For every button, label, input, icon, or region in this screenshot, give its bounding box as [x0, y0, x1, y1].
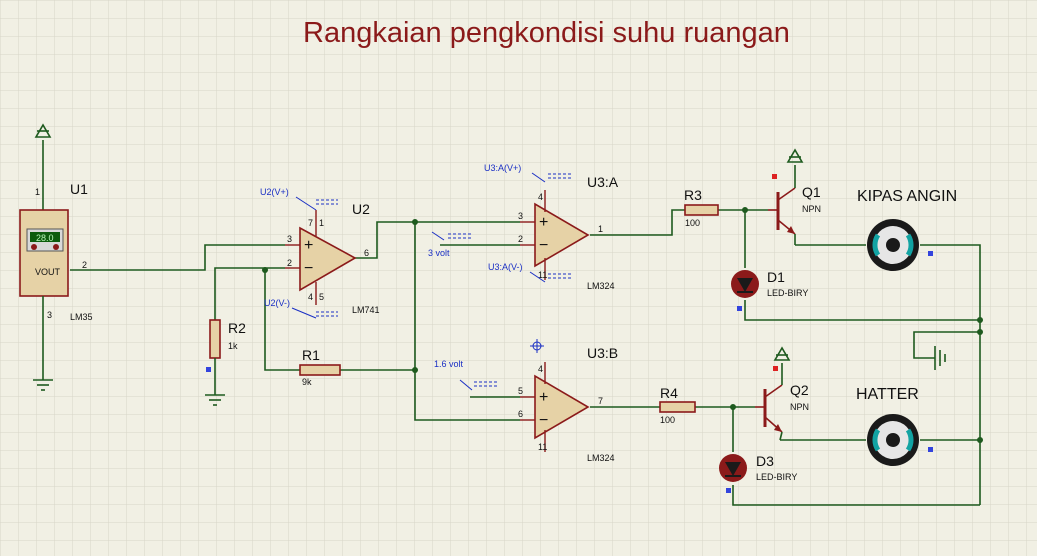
q1-transistor[interactable]: Q1 NPN	[768, 148, 821, 245]
svg-text:+: +	[304, 237, 313, 254]
wires	[70, 209, 981, 506]
u3a-type: LM324	[587, 281, 615, 291]
u3b-ref: U3:B	[587, 345, 618, 361]
crosshair-icon	[530, 339, 544, 353]
u3a-pin-3: 3	[518, 211, 523, 221]
u1-display: 28.0	[36, 233, 54, 243]
u2-opamp[interactable]: + − 3 2 6 7 4 5 1 U2 LM741 U2(V+) U2(V-)	[260, 187, 380, 319]
svg-text:−: −	[539, 412, 548, 429]
u1-pin-2: 2	[82, 260, 87, 270]
r2-ref: R2	[228, 320, 246, 336]
ref-1v6-label: 1.6 volt	[434, 359, 464, 369]
u2-type: LM741	[352, 305, 380, 315]
d3-ref: D3	[756, 453, 774, 469]
r3-value: 100	[685, 218, 700, 228]
u3a-pin-11: 11	[538, 270, 547, 280]
heater-motor[interactable]: HATTER	[856, 386, 933, 466]
r1-ref: R1	[302, 347, 320, 363]
u3b-pin-6: 6	[518, 409, 523, 419]
u2-vplus-probe: U2(V+)	[260, 187, 289, 197]
heater-label: HATTER	[856, 386, 919, 403]
r4-value: 100	[660, 415, 675, 425]
q2-ref: Q2	[790, 382, 809, 398]
d3-led[interactable]: D3 LED-BIRY	[719, 453, 797, 493]
u3a-pin-4: 4	[538, 192, 543, 202]
u3b-opamp[interactable]: + − 5 6 7 4 11 U3:B LM324	[518, 339, 618, 463]
u2-pin-3: 3	[287, 234, 292, 244]
r3-resistor[interactable]: R3 100	[684, 187, 719, 228]
u3b-pin-11: 11	[538, 442, 547, 452]
q2-transistor[interactable]: Q2 NPN	[755, 346, 809, 441]
right-ground-icon	[934, 346, 946, 370]
u1-pin-1: 1	[35, 187, 40, 197]
u2-pin-6: 6	[364, 248, 369, 258]
u3b-pin-5: 5	[518, 386, 523, 396]
u2-pin-5: 5	[319, 292, 324, 302]
svg-text:+: +	[539, 214, 548, 231]
d1-type: LED-BIRY	[767, 288, 808, 298]
u3a-opamp[interactable]: + − 3 2 1 4 11 U3:A LM324 U3:A(V+) U3:A(…	[484, 163, 619, 291]
schematic-title: Rangkaian pengkondisi suhu ruangan	[303, 17, 790, 49]
fan-label: KIPAS ANGIN	[857, 188, 957, 205]
ref-3v-label: 3 volt	[428, 248, 450, 258]
q2-type: NPN	[790, 402, 809, 412]
u3b-type: LM324	[587, 453, 615, 463]
r2-resistor[interactable]: R2 1k	[205, 319, 246, 406]
junctions	[262, 207, 983, 443]
fan-motor[interactable]: KIPAS ANGIN	[857, 188, 957, 271]
svg-text:+: +	[539, 389, 548, 406]
u3a-ref: U3:A	[587, 174, 619, 190]
svg-text:−: −	[539, 237, 548, 254]
u2-pin-7: 7	[308, 218, 313, 228]
d1-ref: D1	[767, 269, 785, 285]
u2-ref: U2	[352, 201, 370, 217]
u2-pin-2: 2	[287, 258, 292, 268]
d3-type: LED-BIRY	[756, 472, 797, 482]
q1-type: NPN	[802, 204, 821, 214]
r3-ref: R3	[684, 187, 702, 203]
q1-ref: Q1	[802, 184, 821, 200]
u3a-pin-1: 1	[598, 224, 603, 234]
u3a-vplus-probe: U3:A(V+)	[484, 163, 521, 173]
u1-lm35-sensor[interactable]: 28.0 VOUT 1 2 3 U1 LM35	[19, 123, 93, 391]
u1-ref: U1	[70, 181, 88, 197]
u1-type: LM35	[70, 312, 93, 322]
u1-pin-3: 3	[47, 310, 52, 320]
r1-resistor[interactable]: R1 9k	[299, 347, 341, 387]
u1-vout-label: VOUT	[35, 267, 61, 277]
ref-1v6-probe[interactable]: 1.6 volt	[434, 359, 498, 391]
r1-value: 9k	[302, 377, 312, 387]
u3b-pin-4: 4	[538, 364, 543, 374]
ref-3v-probe[interactable]: 3 volt	[428, 231, 472, 258]
u2-vminus-probe: U2(V-)	[264, 298, 290, 308]
r4-ref: R4	[660, 385, 678, 401]
u2-pin-1: 1	[319, 218, 324, 228]
u3a-vminus-probe: U3:A(V-)	[488, 262, 523, 272]
d1-led[interactable]: D1 LED-BIRY	[731, 269, 808, 311]
u3b-pin-7: 7	[598, 396, 603, 406]
svg-text:−: −	[304, 260, 313, 277]
u2-pin-4: 4	[308, 292, 313, 302]
u3a-pin-2: 2	[518, 234, 523, 244]
r4-resistor[interactable]: R4 100	[659, 385, 696, 425]
r2-value: 1k	[228, 341, 238, 351]
